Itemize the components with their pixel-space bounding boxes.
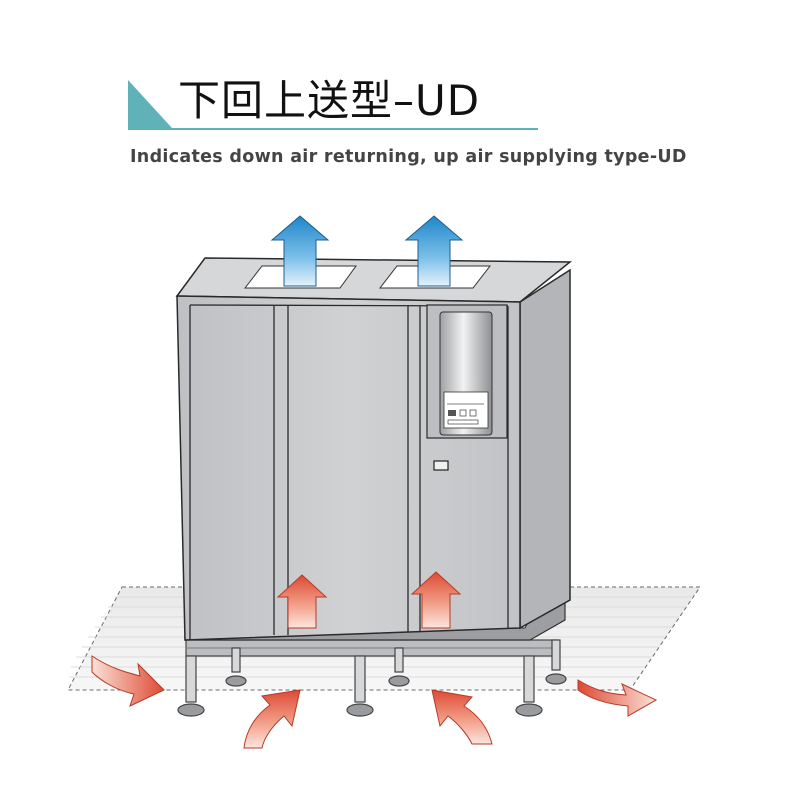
supply-arrow-icon (404, 215, 464, 287)
door-handle (433, 460, 449, 471)
control-panel (426, 304, 508, 439)
return-arrow-icon (91, 655, 165, 707)
page-title: 下回上送型–UD (178, 76, 481, 125)
cabinet (175, 257, 573, 641)
return-arrow-icon (410, 571, 462, 629)
return-arrow-icon (276, 574, 328, 629)
return-arrow-icon (577, 679, 658, 717)
header: 下回上送型–UD (128, 76, 538, 136)
return-arrow-icon (243, 689, 301, 749)
supply-arrow-icon (270, 215, 330, 287)
subtitle: Indicates down air returning, up air sup… (130, 147, 687, 167)
return-arrow-icon (431, 689, 493, 745)
support-stand (177, 639, 567, 717)
title-underline (128, 128, 538, 130)
triangle-marker-icon (128, 80, 172, 128)
